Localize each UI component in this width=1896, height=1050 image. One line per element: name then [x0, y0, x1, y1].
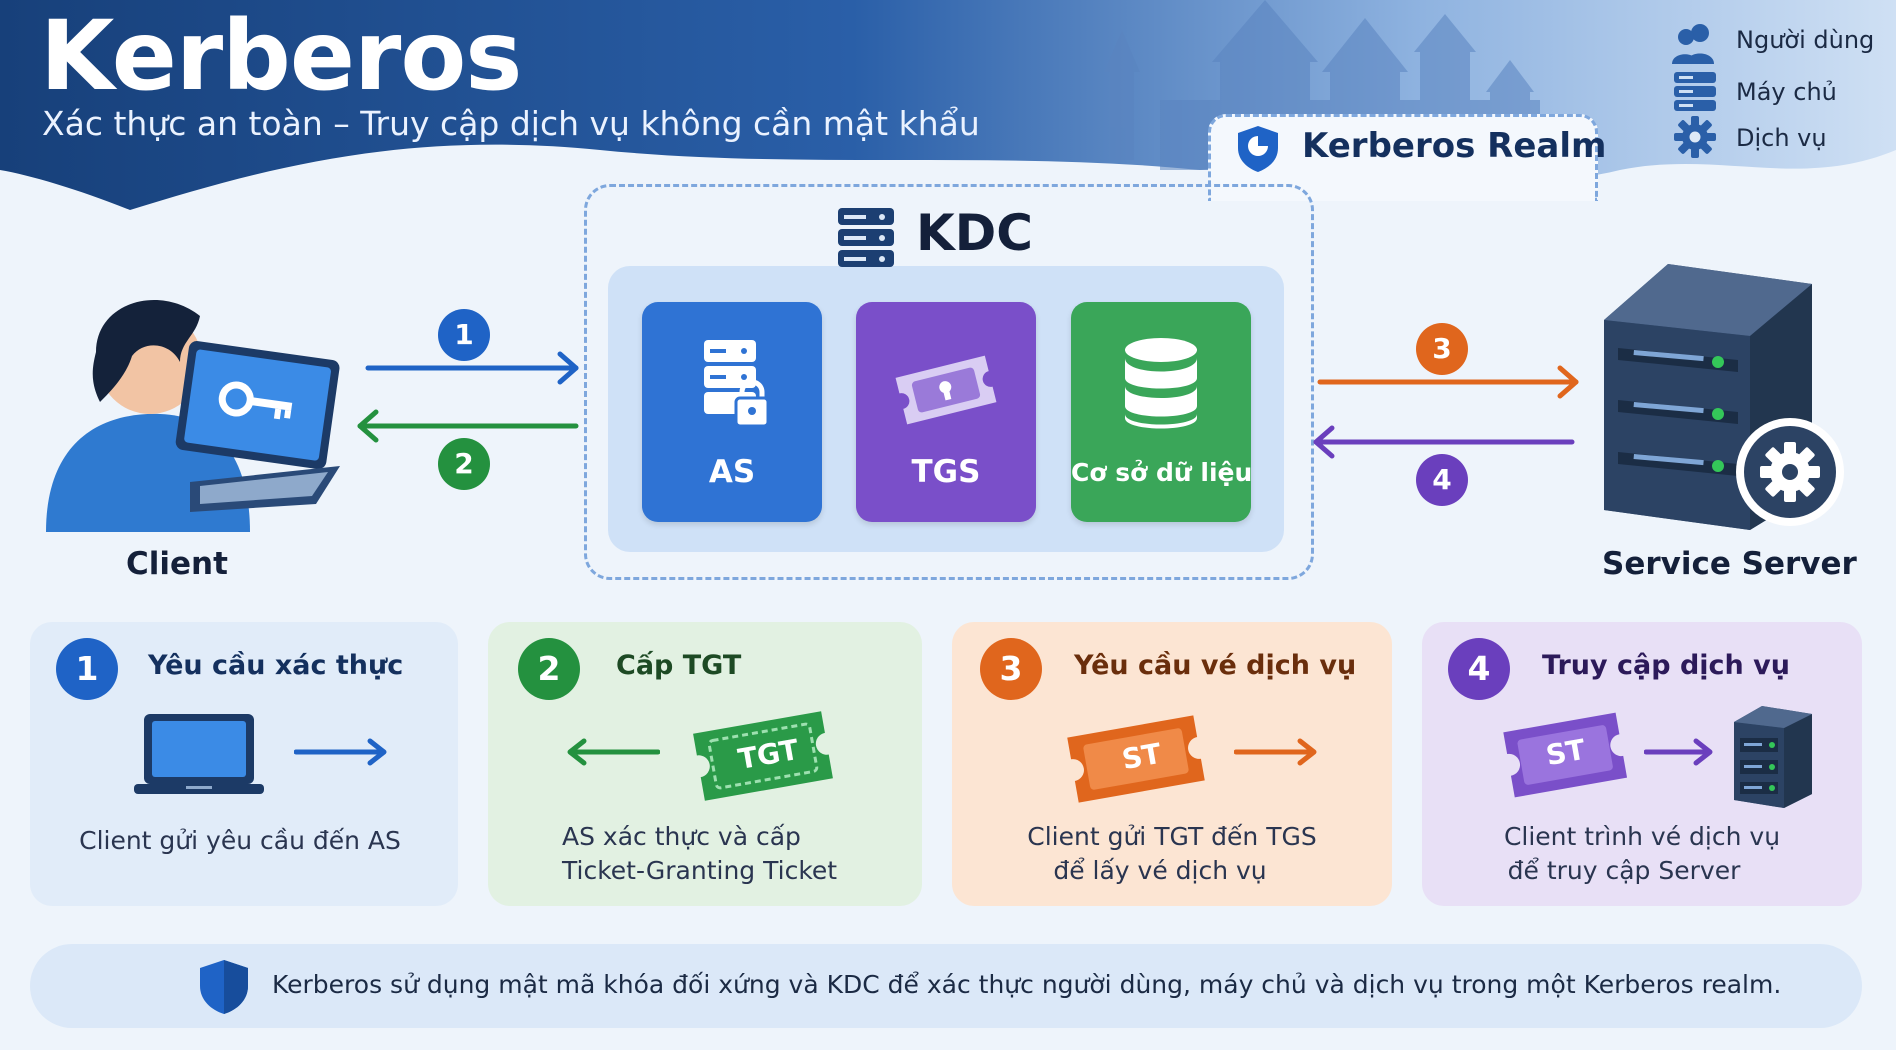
server-led-rows — [1618, 348, 1738, 476]
tgs-label: TGS — [911, 454, 981, 490]
server-icon — [1674, 72, 1716, 112]
page-subtitle: Xác thực an toàn – Truy cập dịch vụ khôn… — [42, 104, 980, 143]
step-badge-1: 1 — [56, 638, 118, 700]
st-ticket-icon-1 — [1064, 712, 1208, 806]
step-1-arrow — [294, 736, 390, 768]
step-desc-4-line-1: Client trình vé dịch vụ — [1503, 822, 1781, 851]
st-ticket-label-1: ST — [1119, 736, 1164, 777]
legend-service-label: Dịch vụ — [1736, 124, 1827, 152]
st-ticket-icon-2 — [1500, 708, 1630, 800]
flow-number-1: 1 — [438, 309, 490, 361]
step-badge-4: 4 — [1448, 638, 1510, 700]
step-desc-2-line-2: Ticket-Granting Ticket — [562, 856, 838, 885]
server-lock-icon — [700, 340, 768, 432]
flow-number-2: 2 — [438, 438, 490, 490]
step-badge-2: 2 — [518, 638, 580, 700]
arrow-4 — [1313, 425, 1575, 459]
legend-server-label: Máy chủ — [1736, 78, 1837, 106]
flow-number-3: 3 — [1416, 323, 1468, 375]
step-desc-2-line-1: AS xác thực và cấp — [562, 822, 801, 851]
gear-icon — [1674, 116, 1716, 158]
arrow-3 — [1317, 365, 1579, 399]
step-title-4: Truy cập dịch vụ — [1542, 650, 1790, 681]
flow-arrows — [357, 351, 1579, 459]
small-server-icon — [1732, 704, 1814, 810]
step-desc-1-line-1: Client gửi yêu cầu đến AS — [79, 826, 401, 855]
legend-users-label: Người dùng — [1736, 26, 1875, 54]
service-server-illustration — [1604, 264, 1844, 530]
page-title: Kerberos — [40, 0, 522, 112]
st-ticket-label-2: ST — [1543, 732, 1588, 773]
arrow-2 — [357, 409, 579, 443]
ticket-icon — [890, 350, 1002, 430]
step-desc-3-line-2: để lấy vé dịch vụ — [1053, 856, 1267, 885]
shield-icon — [1238, 126, 1278, 172]
flow-number-4: 4 — [1416, 454, 1468, 506]
service-server-label: Service Server — [1602, 546, 1857, 582]
kdc-frame — [584, 184, 1314, 580]
kerberos-realm-label: Kerberos Realm — [1302, 126, 1607, 166]
footer-text: Kerberos sử dụng mật mã khóa đối xứng và… — [272, 970, 1782, 999]
client-label: Client — [126, 546, 228, 582]
footer-bar — [30, 944, 1862, 1028]
tgt-ticket-icon — [690, 708, 836, 804]
client-illustration — [46, 299, 340, 532]
step-badge-3: 3 — [980, 638, 1042, 700]
step-3-arrow — [1234, 736, 1320, 768]
users-icon — [1672, 20, 1718, 66]
step-title-3: Yêu cầu vé dịch vụ — [1074, 650, 1357, 681]
step-title-1: Yêu cầu xác thực — [148, 650, 404, 681]
database-label: Cơ sở dữ liệu — [1071, 458, 1253, 487]
arrow-1 — [365, 351, 579, 385]
footer-shield-icon — [200, 960, 248, 1014]
step-title-2: Cấp TGT — [616, 650, 742, 681]
step-desc-3-line-1: Client gửi TGT đến TGS — [1027, 822, 1317, 851]
as-label: AS — [708, 454, 756, 490]
kdc-title: KDC — [916, 204, 1033, 262]
step-4-arrow — [1644, 736, 1716, 768]
laptop-icon — [134, 714, 264, 796]
database-icon — [1124, 338, 1198, 432]
step-desc-4-line-2: để truy cập Server — [1507, 856, 1741, 885]
kdc-server-icon — [838, 208, 894, 268]
step-2-arrow — [564, 736, 660, 768]
